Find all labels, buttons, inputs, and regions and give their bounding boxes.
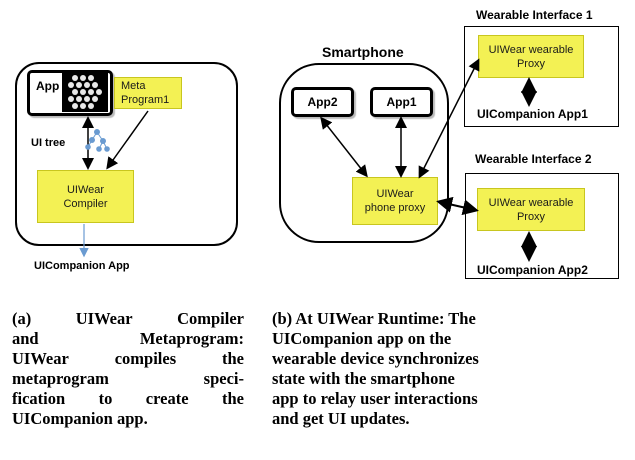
caption-b-line2: UICompanion app on the	[272, 329, 452, 348]
wearable1-proxy-label: UIWear wearable Proxy	[488, 43, 574, 70]
compiler-label: UIWear Compiler	[63, 183, 108, 210]
caption-a-word: the	[221, 389, 244, 408]
caption-a-line6: UICompanion app.	[12, 409, 148, 428]
caption-a-line1: (a) UIWear Compiler	[12, 309, 244, 329]
caption-a-line5: fication to create the	[12, 389, 244, 409]
wearable1-title: Wearable Interface 1	[476, 8, 593, 22]
caption-a-word: UIWear	[75, 309, 133, 328]
caption-a-word: create	[145, 389, 189, 408]
caption-a-word: to	[98, 389, 113, 408]
wearable2-app-label: UICompanion App2	[477, 263, 588, 277]
app1-label: App1	[386, 95, 417, 109]
caption-b-line6: and get UI updates.	[272, 409, 410, 428]
compiler-box: UIWear Compiler	[37, 170, 134, 223]
meta-program-label: Meta Program1	[121, 80, 170, 106]
caption-a-word: and	[12, 329, 39, 348]
caption-b-line4: state with the smartphone	[272, 369, 455, 388]
phone-proxy-label: UIWear phone proxy	[364, 188, 426, 214]
caption-a-word: speci-	[203, 369, 244, 388]
wearable1-app-label: UICompanion App1	[477, 107, 588, 121]
caption-a-word: fication	[12, 389, 66, 408]
caption-a-word: Compiler	[177, 309, 244, 328]
caption-a-line4: metaprogram speci-	[12, 369, 244, 389]
caption-a-word: UIWear	[12, 349, 69, 368]
connector-arrows	[79, 58, 537, 262]
app2-box: App2	[291, 87, 354, 117]
caption-a: (a) UIWear Compiler and Metaprogram: UIW…	[12, 309, 244, 429]
wearable2-proxy-box: UIWear wearable Proxy	[477, 188, 585, 231]
caption-b-line5: app to relay user interactions	[272, 389, 478, 408]
caption-b-line3: wearable device synchronizes	[272, 349, 479, 368]
proxy-wearable2-arrow	[436, 196, 479, 216]
wearable2-proxy-label: UIWear wearable Proxy	[488, 196, 574, 223]
ui-tree-label: UI tree	[31, 137, 66, 149]
smartphone-title: Smartphone	[322, 44, 404, 60]
caption-a-line2: and Metaprogram:	[12, 329, 244, 349]
caption-a-word: (a)	[12, 309, 32, 328]
caption-b: (b) At UIWear Runtime: The UICompanion a…	[272, 309, 534, 429]
app-label: App	[36, 79, 60, 93]
caption-a-line3: UIWear compiles the	[12, 349, 244, 369]
caption-b-line1: (b) At UIWear Runtime: The	[272, 309, 476, 328]
caption-a-word: compiles	[114, 349, 177, 368]
app2-label: App2	[307, 95, 338, 109]
caption-a-word: the	[222, 349, 244, 368]
meta-program-box: Meta Program1	[114, 77, 182, 109]
meta-compiler-arrow	[106, 110, 149, 170]
uicompanion-app-label: UICompanion App	[34, 260, 130, 272]
wearable1-proxy-box: UIWear wearable Proxy	[478, 35, 584, 78]
proxy-wearable1-arrow	[418, 58, 480, 179]
wearable2-title: Wearable Interface 2	[475, 152, 592, 166]
ui-tree-icon	[85, 129, 110, 152]
app-screen-icon	[62, 72, 108, 112]
app2-proxy-arrow	[320, 116, 368, 178]
caption-a-word: Metaprogram:	[139, 329, 244, 348]
caption-a-word: metaprogram	[12, 369, 109, 388]
